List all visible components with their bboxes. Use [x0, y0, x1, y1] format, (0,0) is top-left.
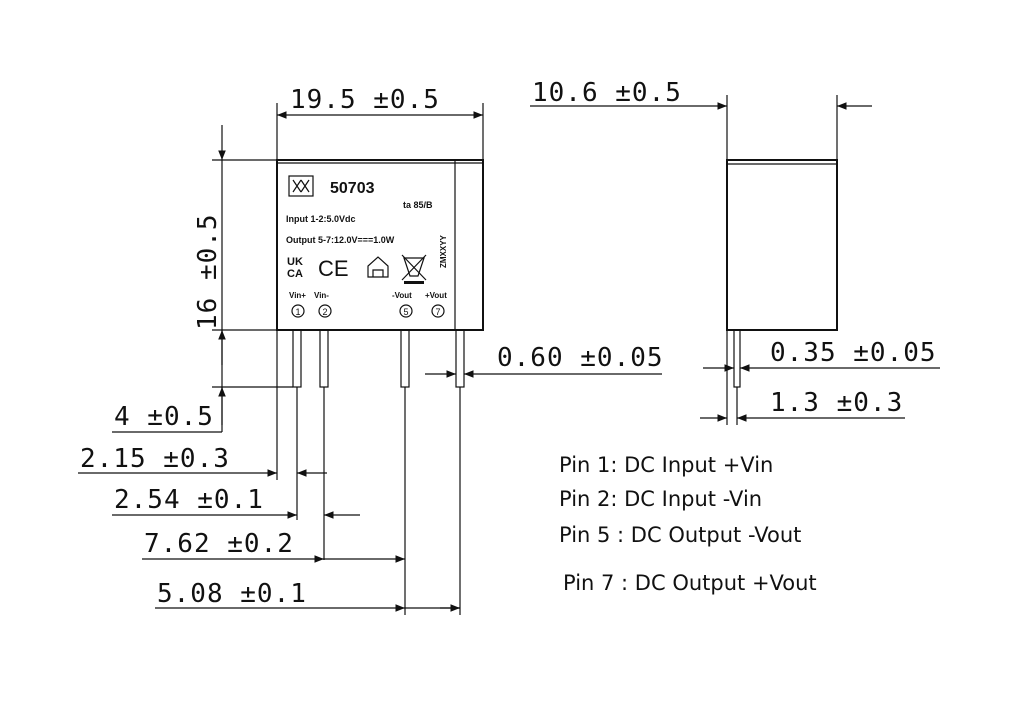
pin-2	[319, 329, 329, 388]
input-rating: Input 1-2:5.0Vdc	[286, 214, 356, 224]
front-pins	[292, 329, 465, 388]
model-number: 50703	[330, 180, 375, 197]
ukca-mark-bottom: CA	[287, 268, 303, 280]
pin-number-1: 1	[295, 307, 300, 317]
module-body-side	[726, 159, 838, 331]
legend-pin-2: Pin 2: DC Input -Vin	[559, 487, 762, 511]
module-body-front	[276, 159, 484, 331]
dim-pin-width: 0.60 ±0.05	[497, 343, 664, 373]
output-rating: Output 5-7:12.0V===1.0W	[286, 235, 395, 245]
dim-pin5-7: 5.08 ±0.1	[157, 579, 307, 609]
legend-pin-5: Pin 5 : DC Output -Vout	[559, 523, 801, 547]
pin-label-vout-minus: -Vout	[392, 291, 412, 300]
ukca-mark-top: UK	[287, 256, 303, 268]
side-pin	[733, 329, 741, 388]
pin-legend: Pin 1: DC Input +Vin Pin 2: DC Input -Vi…	[559, 453, 817, 595]
dim-side-offset: 1.3 ±0.3	[770, 388, 903, 418]
weee-bin-icon	[401, 254, 427, 284]
temperature-rating: ta 85/B	[403, 200, 433, 210]
pin-label-vin-minus: Vin-	[314, 291, 329, 300]
dim-width: 19.5 ±0.5	[290, 85, 440, 115]
dim-height: 16 ±0.5	[193, 213, 223, 330]
dim-pin-pitch: 2.54 ±0.1	[114, 485, 264, 515]
date-code: ZMXXYY	[439, 234, 448, 268]
front-view: 50703 ta 85/B Input 1-2:5.0Vdc Output 5-…	[276, 159, 484, 388]
indoor-use-house-icon	[367, 256, 389, 278]
legend-pin-1: Pin 1: DC Input +Vin	[559, 453, 773, 477]
ce-mark: CE	[318, 256, 349, 281]
pin-number-7: 7	[435, 307, 440, 317]
pin-1	[292, 329, 302, 388]
dim-pin-length: 4 ±0.5	[114, 402, 214, 432]
pin-number-5: 5	[403, 307, 408, 317]
manufacturer-logo-icon	[288, 175, 314, 197]
pin-7	[455, 329, 465, 388]
pin-label-vout-plus: +Vout	[425, 291, 447, 300]
dim-pin1-offset: 2.15 ±0.3	[80, 444, 230, 474]
dim-depth: 10.6 ±0.5	[532, 78, 682, 108]
legend-pin-7: Pin 7 : DC Output +Vout	[563, 571, 817, 595]
pin-5	[400, 329, 410, 388]
dim-pin-span: 7.62 ±0.2	[144, 529, 294, 559]
pin-label-vin-plus: Vin+	[289, 291, 306, 300]
pin-number-2: 2	[322, 307, 327, 317]
dim-pin-thickness: 0.35 ±0.05	[770, 338, 937, 368]
